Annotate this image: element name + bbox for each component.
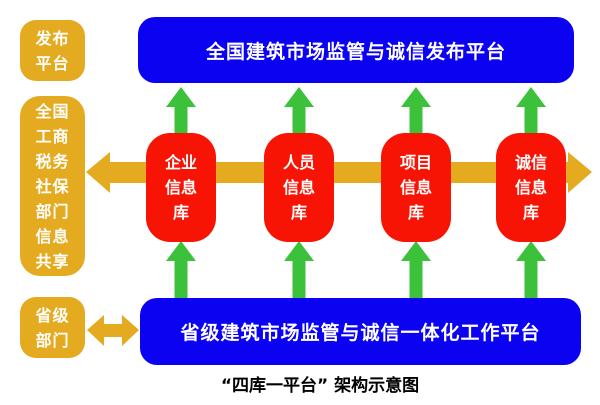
national-info-sharing-box: 全国 工商 税务 社保 部门 信息 共享 <box>20 96 85 276</box>
provincial-platform-box: 省级建筑市场监管与诚信一体化工作平台 <box>140 298 581 365</box>
up-arrow-icon <box>284 87 314 136</box>
up-arrow-icon <box>284 241 314 301</box>
up-arrow-icon <box>166 87 196 136</box>
up-arrow-icon <box>166 241 196 301</box>
project-database-box: 项目 信息 库 <box>381 133 451 242</box>
enterprise-database-box: 企业 信息 库 <box>146 133 216 242</box>
provincial-departments-box: 省级 部门 <box>20 297 85 358</box>
diagram-caption: “四库一平台” 架构示意图 <box>220 376 420 396</box>
up-arrow-icon <box>516 87 546 136</box>
up-arrow-icon <box>516 241 546 301</box>
personnel-database-box: 人员 信息 库 <box>264 133 334 242</box>
national-platform-box: 全国建筑市场监管与诚信发布平台 <box>138 17 574 83</box>
up-arrow-icon <box>401 87 431 136</box>
provincial-double-arrow-icon <box>87 315 139 346</box>
publish-platform-box: 发布 平台 <box>20 20 85 81</box>
integrity-database-box: 诚信 信息 库 <box>496 133 566 242</box>
up-arrow-icon <box>401 241 431 301</box>
